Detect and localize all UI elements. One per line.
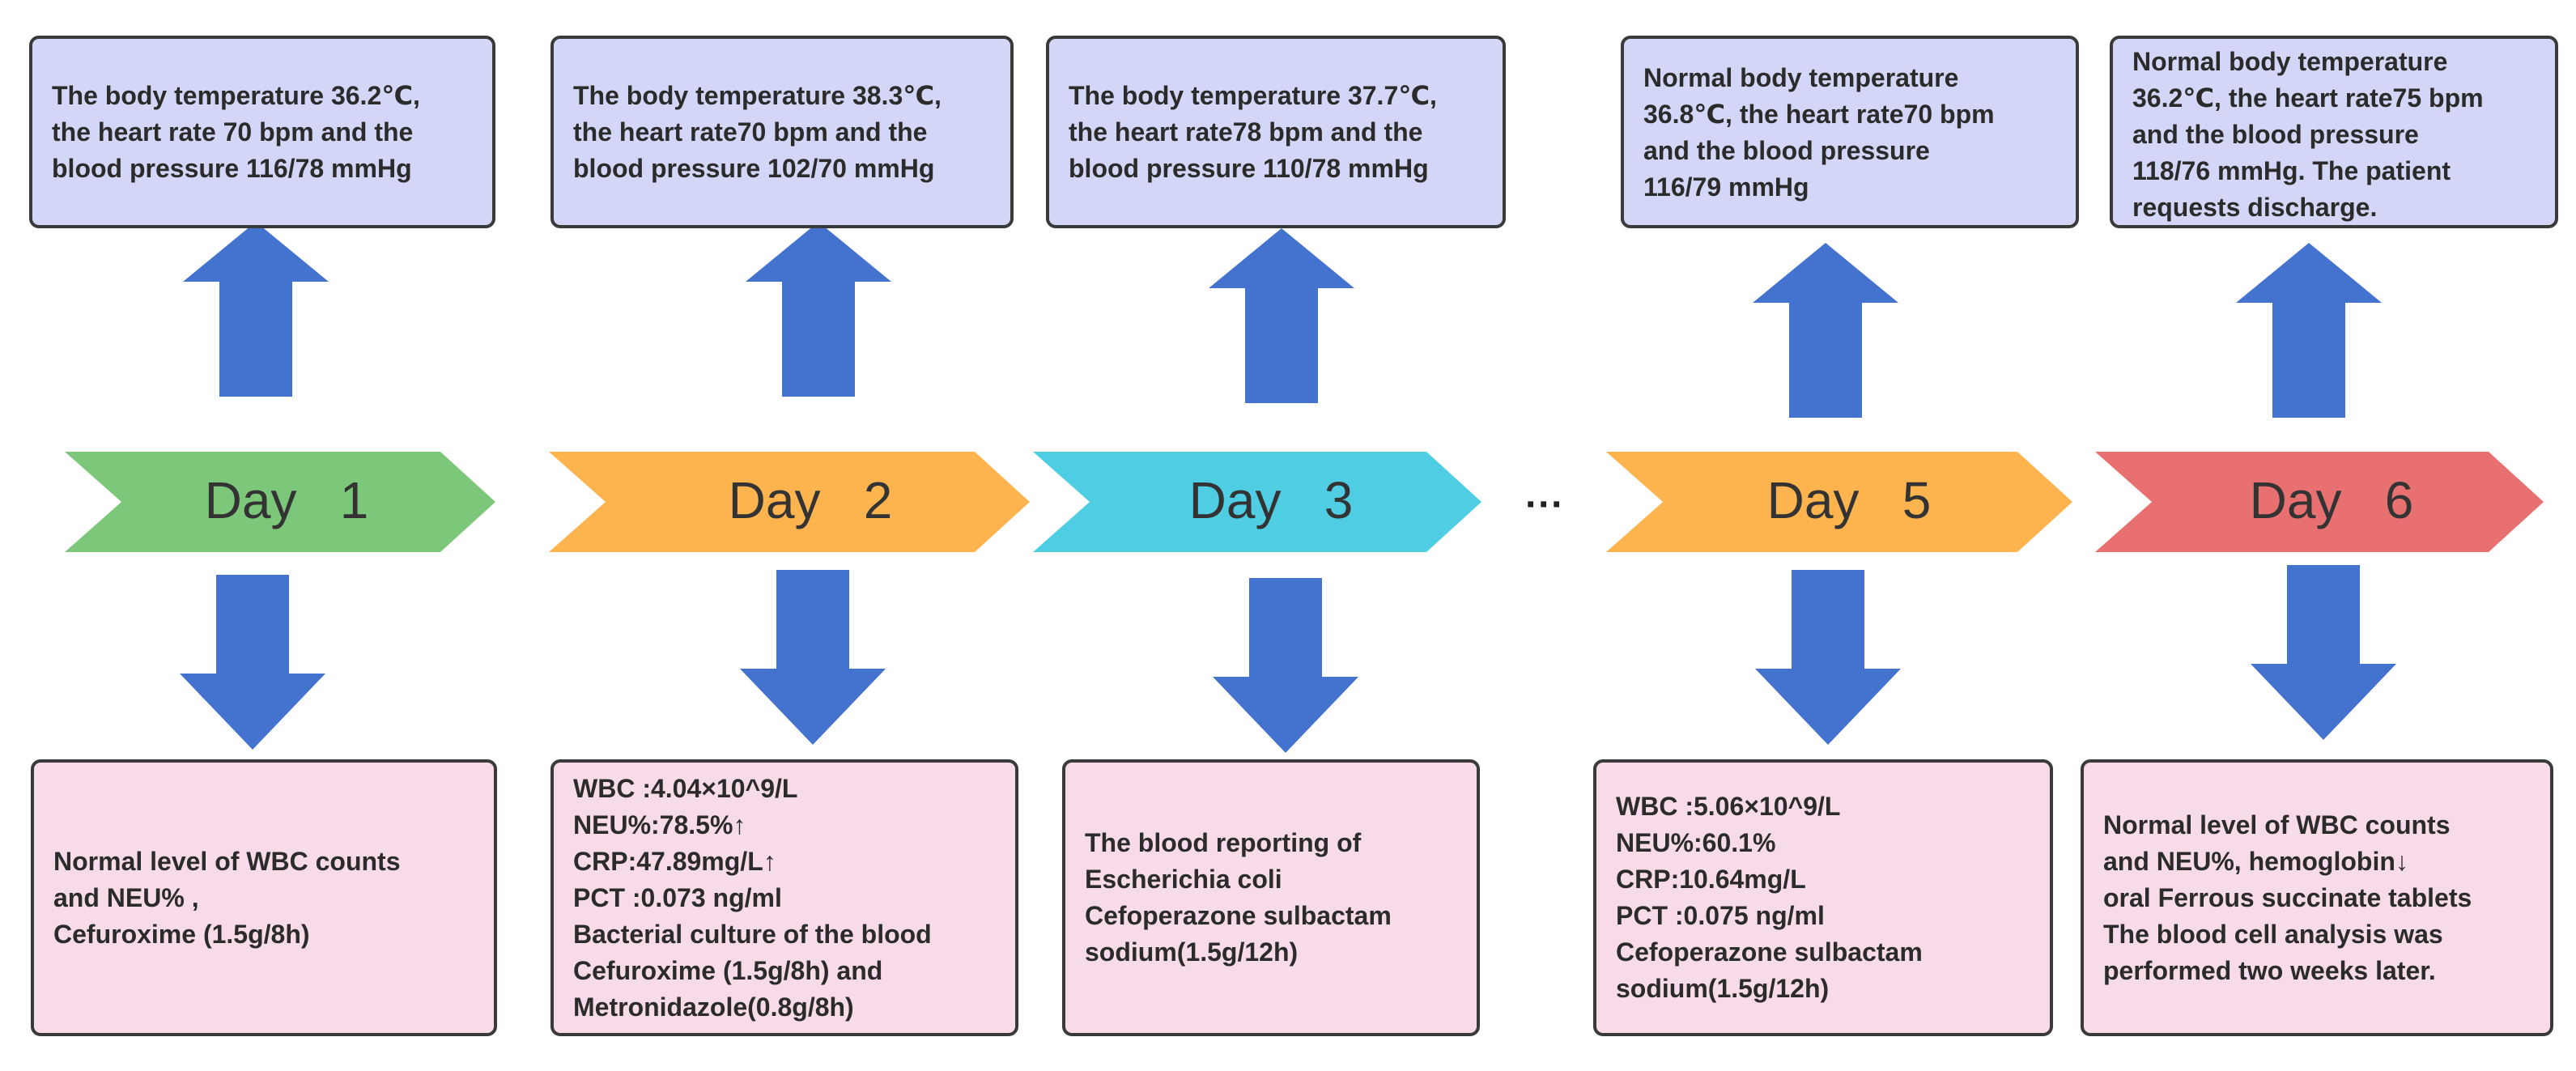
day-2-vitals-box: The body temperature 38.3℃, the heart rat… bbox=[550, 36, 1014, 228]
labs-line: NEU%:78.5%↑ bbox=[573, 810, 746, 839]
day-4-vitals-box: Normal body temperature 36.8℃, the heart … bbox=[1621, 36, 2079, 228]
day-5-labs-box: Normal level of WBC counts and NEU%, hemo… bbox=[2081, 759, 2553, 1036]
day-4-label: Day 5 bbox=[1766, 471, 1932, 529]
labs-line: Normal level of WBC counts bbox=[53, 846, 401, 876]
vitals-line: the heart rate 70 bpm and the bbox=[52, 117, 414, 147]
labs-line: The blood cell analysis was bbox=[2103, 919, 2443, 949]
labs-line: and NEU%, hemoglobin↓ bbox=[2103, 846, 2408, 876]
vitals-line: 36.8℃, the heart rate70 bpm bbox=[1643, 100, 1995, 129]
day-4-chevron bbox=[1606, 452, 2072, 552]
labs-line: Normal level of WBC counts bbox=[2103, 810, 2451, 839]
labs-line: Escherichia coli bbox=[1085, 865, 1282, 894]
vitals-line: The body temperature 37.7℃, bbox=[1069, 80, 1437, 110]
vitals-line: and the blood pressure bbox=[2132, 120, 2419, 149]
day-3-up-arrow bbox=[1209, 228, 1354, 403]
labs-line: WBC :5.06×10^9/L bbox=[1616, 792, 1841, 821]
vitals-line: and the blood pressure bbox=[1643, 136, 1930, 165]
day-4-labs-box: WBC :5.06×10^9/L NEU%:60.1% CRP:10.64mg/L P… bbox=[1593, 759, 2053, 1036]
vitals-line: requests discharge. bbox=[2132, 193, 2378, 222]
day-4-down-arrow bbox=[1755, 570, 1901, 745]
labs-line: CRP:10.64mg/L bbox=[1616, 865, 1806, 894]
labs-line: CRP:47.89mg/L↑ bbox=[573, 846, 776, 876]
vitals-line: blood pressure 102/70 mmHg bbox=[573, 153, 935, 183]
labs-line: Cefuroxime (1.5g/8h) bbox=[53, 919, 310, 949]
labs-line: Cefoperazone sulbactam bbox=[1616, 937, 1923, 967]
vitals-line: Normal body temperature bbox=[1643, 63, 1959, 92]
labs-line: sodium(1.5g/12h) bbox=[1616, 974, 1830, 1003]
day-5-label: Day 6 bbox=[2249, 471, 2414, 529]
day-3-down-arrow bbox=[1213, 578, 1358, 753]
labs-line: The blood reporting of bbox=[1085, 828, 1362, 857]
day-2-label: Day 2 bbox=[728, 471, 893, 529]
day-3-vitals-box: The body temperature 37.7℃, the heart rat… bbox=[1046, 36, 1506, 228]
day-1-label: Day 1 bbox=[204, 471, 369, 529]
labs-line: WBC :4.04×10^9/L bbox=[573, 773, 798, 803]
day-2-down-arrow bbox=[740, 570, 886, 745]
labs-line: NEU%:60.1% bbox=[1616, 828, 1776, 857]
vitals-line: 118/76 mmHg. The patient bbox=[2132, 156, 2451, 185]
day-2-up-arrow bbox=[746, 222, 891, 397]
day-5-chevron bbox=[2095, 452, 2544, 552]
labs-line: Metronidazole(0.8g/8h) bbox=[573, 992, 854, 1022]
day-2-chevron bbox=[549, 452, 1030, 552]
day-3-chevron bbox=[1033, 452, 1481, 552]
day-1-up-arrow bbox=[183, 222, 329, 397]
labs-line: Cefoperazone sulbactam bbox=[1085, 901, 1392, 930]
labs-line: PCT :0.075 ng/ml bbox=[1616, 901, 1825, 930]
vitals-line: Normal body temperature bbox=[2132, 47, 2448, 76]
vitals-line: The body temperature 38.3℃, bbox=[573, 80, 942, 110]
vitals-line: 36.2℃, the heart rate75 bpm bbox=[2132, 83, 2484, 113]
labs-line: oral Ferrous succinate tablets bbox=[2103, 882, 2472, 912]
vitals-line: blood pressure 110/78 mmHg bbox=[1069, 153, 1429, 183]
timeline-ellipsis: ··· bbox=[1525, 483, 1564, 526]
vitals-line: the heart rate70 bpm and the bbox=[573, 117, 928, 147]
vitals-line: blood pressure 116/78 mmHg bbox=[52, 153, 412, 183]
day-3-label: Day 3 bbox=[1188, 471, 1354, 529]
labs-line: sodium(1.5g/12h) bbox=[1085, 937, 1299, 967]
labs-line: performed two weeks later. bbox=[2103, 955, 2436, 985]
labs-line: PCT :0.073 ng/ml bbox=[573, 882, 782, 912]
day-1-down-arrow bbox=[180, 575, 325, 750]
vitals-line: 116/79 mmHg bbox=[1643, 172, 1809, 202]
day-2-labs-box: WBC :4.04×10^9/L NEU%:78.5%↑ CRP:47.89mg/L… bbox=[550, 759, 1018, 1036]
vitals-line: The body temperature 36.2℃, bbox=[52, 80, 420, 110]
day-1-vitals-box: The body temperature 36.2℃, the heart rat… bbox=[29, 36, 495, 228]
day-5-up-arrow bbox=[2236, 243, 2382, 418]
day-1-chevron bbox=[65, 452, 495, 552]
labs-line: Cefuroxime (1.5g/8h) and bbox=[573, 955, 883, 985]
day-5-down-arrow bbox=[2251, 565, 2396, 740]
day-4-up-arrow bbox=[1753, 243, 1898, 418]
day-5-vitals-box: Normal body temperature 36.2℃, the heart … bbox=[2110, 36, 2558, 228]
labs-line: Bacterial culture of the blood bbox=[573, 919, 932, 949]
day-1-labs-box: Normal level of WBC counts and NEU% , Cefu… bbox=[31, 759, 497, 1036]
labs-line: and NEU% , bbox=[53, 882, 199, 912]
vitals-line: the heart rate78 bpm and the bbox=[1069, 117, 1423, 147]
